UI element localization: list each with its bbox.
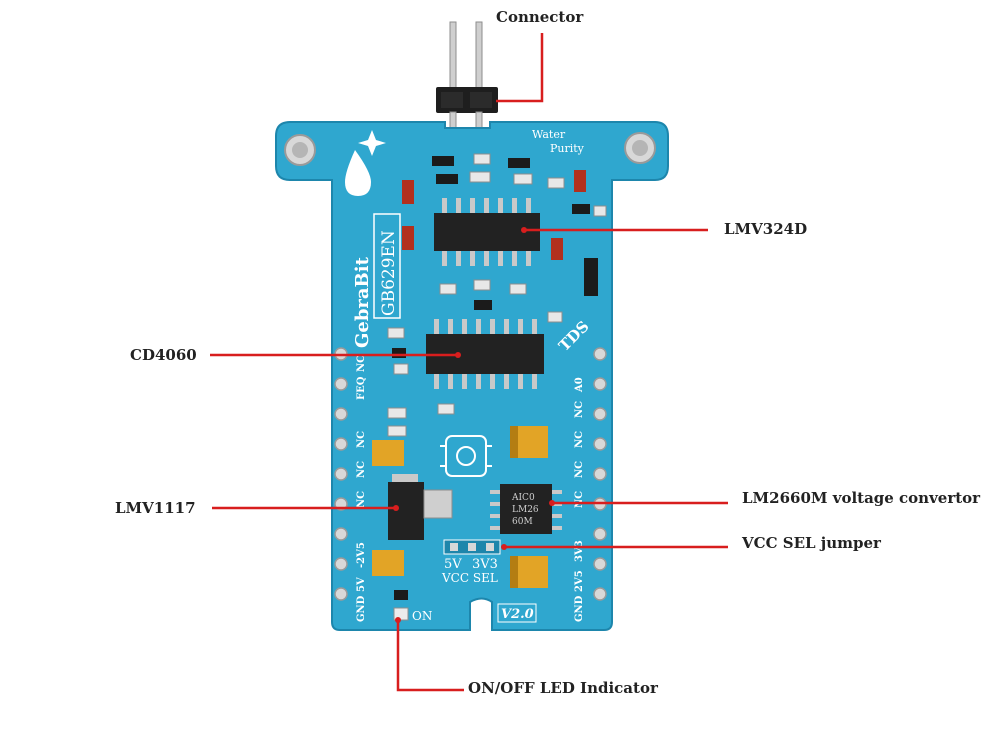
version-label: V2.0 <box>501 607 534 622</box>
left-pin-7: NC <box>356 355 367 372</box>
lm2660-mark-3: 60M <box>512 517 533 527</box>
tantalum-cap-1 <box>510 426 548 458</box>
right-pin-6: NC <box>574 401 585 418</box>
led-callout-line <box>396 620 464 692</box>
on-label: ON <box>412 609 432 623</box>
connector-callout-line <box>496 33 544 103</box>
left-pin-row <box>334 347 348 601</box>
callout-lines <box>210 33 728 692</box>
left-pin-0: GND <box>356 595 367 622</box>
smd-mid <box>387 279 563 437</box>
lmv1117-label: LMV1117 <box>115 499 196 517</box>
right-pin-7: A0 <box>574 377 585 393</box>
connector-label: Connector <box>496 8 584 26</box>
brand-text: GebraBit <box>352 256 373 348</box>
right-pin-1: 2V5 <box>574 570 585 592</box>
mounting-hole-right <box>624 132 656 164</box>
tantalum-cap-3 <box>372 440 404 466</box>
mounting-hole-left <box>284 134 316 166</box>
right-pin-labels: GND 2V5 3V3 NC NC NC NC A0 <box>574 377 585 622</box>
lm2660-mark-1: AIC0 <box>511 493 535 503</box>
lm2660m-chip: AIC0 LM26 60M <box>490 484 562 534</box>
right-pin-4: NC <box>574 461 585 478</box>
led-indicator-label: ON/OFF LED Indicator <box>468 679 658 697</box>
tantalum-cap-2 <box>510 556 548 588</box>
left-pin-labels: GND 5V -2V5 NC NC NC FEQ NC <box>356 355 367 622</box>
vcc-sel-5v: 5V <box>444 557 462 572</box>
lm2660-mark-2: LM26 <box>512 505 539 515</box>
title-line2: Purity <box>550 142 585 155</box>
right-pin-row <box>593 347 607 601</box>
left-pin-5: NC <box>356 431 367 448</box>
diodes <box>402 170 598 296</box>
left-pin-6: FEQ <box>356 376 367 400</box>
water-drop-logo <box>345 130 386 196</box>
left-pin-4: NC <box>356 461 367 478</box>
callout-dots <box>393 227 555 623</box>
left-pin-2: -2V5 <box>356 542 367 568</box>
vcc-sel-label: VCC SEL <box>441 571 498 585</box>
lmv1117-regulator <box>388 474 453 540</box>
right-pin-5: NC <box>574 431 585 448</box>
led-resistor <box>394 590 408 600</box>
pin-header <box>436 21 498 135</box>
right-pin-3: NC <box>574 491 585 508</box>
lmv324d-label: LMV324D <box>724 220 808 238</box>
lm2660m-label: LM2660M voltage convertor <box>742 489 981 507</box>
cd4060-chip <box>426 319 544 389</box>
chip-logo <box>440 435 492 477</box>
tantalum-cap-4 <box>372 550 404 576</box>
left-pin-1: 5V <box>356 577 367 592</box>
right-pin-2: 3V3 <box>574 540 585 562</box>
model-text: GB629EN <box>379 230 399 316</box>
cd4060-label: CD4060 <box>130 346 197 364</box>
black-diode <box>584 258 598 296</box>
right-pin-0: GND <box>574 595 585 622</box>
vcc-sel-jumper <box>443 539 501 555</box>
left-pin-3: NC <box>356 491 367 508</box>
vcc-sel-jumper-label: VCC SEL jumper <box>742 534 881 552</box>
model-box <box>373 213 401 319</box>
title-line1: Water <box>532 128 566 141</box>
smd-resistors-top <box>432 153 607 217</box>
vcc-sel-3v3: 3V3 <box>472 557 498 572</box>
version-box <box>497 603 537 623</box>
